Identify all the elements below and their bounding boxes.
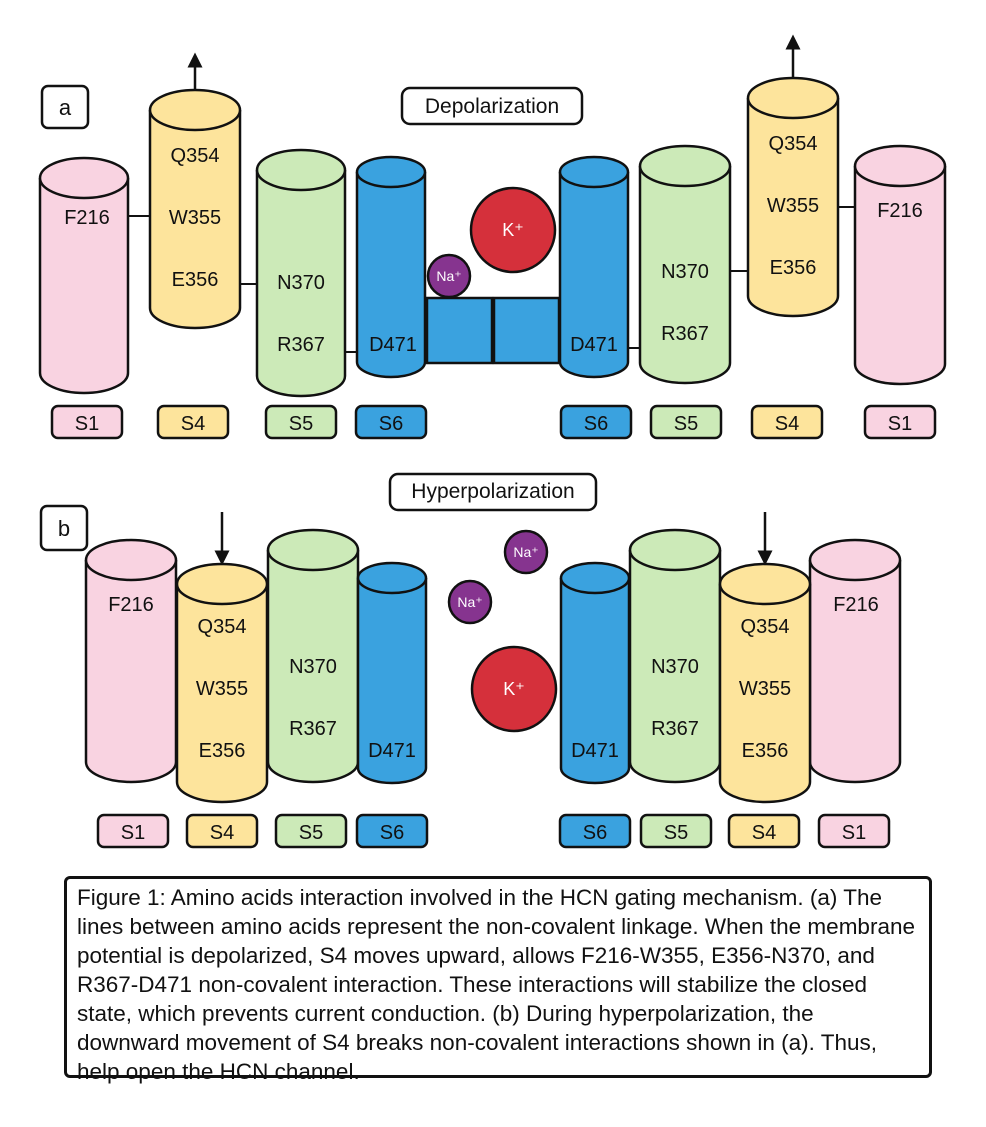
a-left-s5-helix: N370 R367 bbox=[255, 148, 347, 398]
b-right-s5-helix: N370 R367 bbox=[628, 528, 722, 784]
panel-b-letter: b bbox=[58, 516, 70, 541]
panel-b: Hyperpolarization b F216 N370 R367 Q354 … bbox=[39, 472, 902, 849]
panel-b-title: Hyperpolarization bbox=[411, 480, 574, 503]
residue-label: F216 bbox=[877, 200, 923, 222]
residue-label: D471 bbox=[368, 740, 416, 762]
ion-label: K⁺ bbox=[502, 220, 524, 240]
segment-label: S1 bbox=[75, 413, 99, 435]
residue-label: E356 bbox=[199, 740, 246, 762]
ion-label: K⁺ bbox=[503, 679, 525, 699]
a-left-s1-helix: F216 bbox=[38, 156, 130, 395]
a-left-s6-helix: D471 bbox=[355, 155, 427, 379]
residue-label: N370 bbox=[661, 261, 709, 283]
panel-a-letter: a bbox=[59, 95, 72, 120]
residue-label: Q354 bbox=[171, 145, 220, 167]
residue-label: N370 bbox=[651, 656, 699, 678]
panel-b-letter-box: b bbox=[39, 504, 89, 552]
b-sodium-ion-top: Na⁺ bbox=[503, 529, 549, 575]
b-segment-labels: S1 S4 S5 S6 S6 S5 S4 S1 bbox=[96, 813, 891, 849]
panel-b-title-box: Hyperpolarization bbox=[388, 472, 598, 512]
a-segment-labels: S1 S4 S5 S6 S6 S5 S4 S1 bbox=[50, 404, 937, 440]
residue-label: D471 bbox=[570, 334, 618, 356]
segment-label: S4 bbox=[210, 822, 234, 844]
residue-label: N370 bbox=[289, 656, 337, 678]
b-left-s5-helix: N370 R367 bbox=[266, 528, 360, 784]
residue-label: R367 bbox=[289, 718, 337, 740]
b-left-s1-helix: F216 bbox=[84, 538, 178, 784]
segment-label: S6 bbox=[583, 822, 607, 844]
segment-label: S1 bbox=[121, 822, 145, 844]
panel-a-letter-box: a bbox=[40, 84, 90, 130]
residue-label: R367 bbox=[277, 334, 325, 356]
segment-label: S6 bbox=[379, 413, 403, 435]
residue-label: Q354 bbox=[741, 616, 790, 638]
b-right-s6-helix: D471 bbox=[559, 561, 631, 785]
b-left-s4-helix: Q354 W355 E356 bbox=[175, 562, 269, 804]
residue-label: Q354 bbox=[198, 616, 247, 638]
segment-label: S6 bbox=[584, 413, 608, 435]
residue-label: F216 bbox=[64, 207, 110, 229]
a-gate-block-right bbox=[492, 296, 561, 365]
b-sodium-ion-left: Na⁺ bbox=[447, 579, 493, 625]
residue-label: F216 bbox=[108, 594, 154, 616]
residue-label: W355 bbox=[169, 207, 221, 229]
panel-a-title: Depolarization bbox=[425, 95, 559, 118]
ion-label: Na⁺ bbox=[513, 544, 538, 560]
residue-label: D471 bbox=[369, 334, 417, 356]
residue-label: D471 bbox=[571, 740, 619, 762]
segment-label: S4 bbox=[752, 822, 776, 844]
a-gate-block-left bbox=[425, 296, 494, 365]
segment-label: S5 bbox=[674, 413, 698, 435]
a-right-s5-helix: N370 R367 bbox=[638, 144, 732, 385]
panel-a: a Depolarization F216 Q354 W355 E356 N37… bbox=[38, 34, 947, 440]
ion-label: Na⁺ bbox=[457, 594, 482, 610]
a-right-s4-helix: Q354 W355 E356 bbox=[746, 76, 840, 318]
segment-label: S4 bbox=[181, 413, 205, 435]
residue-label: N370 bbox=[277, 272, 325, 294]
a-left-s4-helix: Q354 W355 E356 bbox=[148, 88, 242, 330]
segment-label: S1 bbox=[842, 822, 866, 844]
panel-a-title-box: Depolarization bbox=[400, 86, 584, 126]
segment-label: S6 bbox=[380, 822, 404, 844]
a-right-s1-helix: F216 bbox=[853, 144, 947, 386]
residue-label: W355 bbox=[196, 678, 248, 700]
residue-label: R367 bbox=[661, 323, 709, 345]
segment-label: S5 bbox=[289, 413, 313, 435]
residue-label: R367 bbox=[651, 718, 699, 740]
residue-label: W355 bbox=[767, 195, 819, 217]
residue-label: E356 bbox=[172, 269, 219, 291]
residue-label: F216 bbox=[833, 594, 879, 616]
segment-label: S5 bbox=[299, 822, 323, 844]
b-right-s1-helix: F216 bbox=[808, 538, 902, 784]
residue-label: E356 bbox=[742, 740, 789, 762]
a-right-s6-helix: D471 bbox=[558, 155, 630, 379]
segment-label: S4 bbox=[775, 413, 799, 435]
residue-label: W355 bbox=[739, 678, 791, 700]
segment-label: S5 bbox=[664, 822, 688, 844]
a-potassium-ion: K⁺ bbox=[469, 186, 557, 274]
b-right-s4-helix: Q354 W355 E356 bbox=[718, 562, 812, 804]
figure-caption: Figure 1: Amino acids interaction involv… bbox=[64, 876, 932, 1084]
residue-label: Q354 bbox=[769, 133, 818, 155]
b-potassium-ion: K⁺ bbox=[470, 645, 558, 733]
segment-label: S1 bbox=[888, 413, 912, 435]
ion-label: Na⁺ bbox=[436, 268, 461, 284]
a-sodium-ion: Na⁺ bbox=[426, 253, 472, 299]
residue-label: E356 bbox=[770, 257, 817, 279]
b-left-s6-helix: D471 bbox=[356, 561, 428, 785]
